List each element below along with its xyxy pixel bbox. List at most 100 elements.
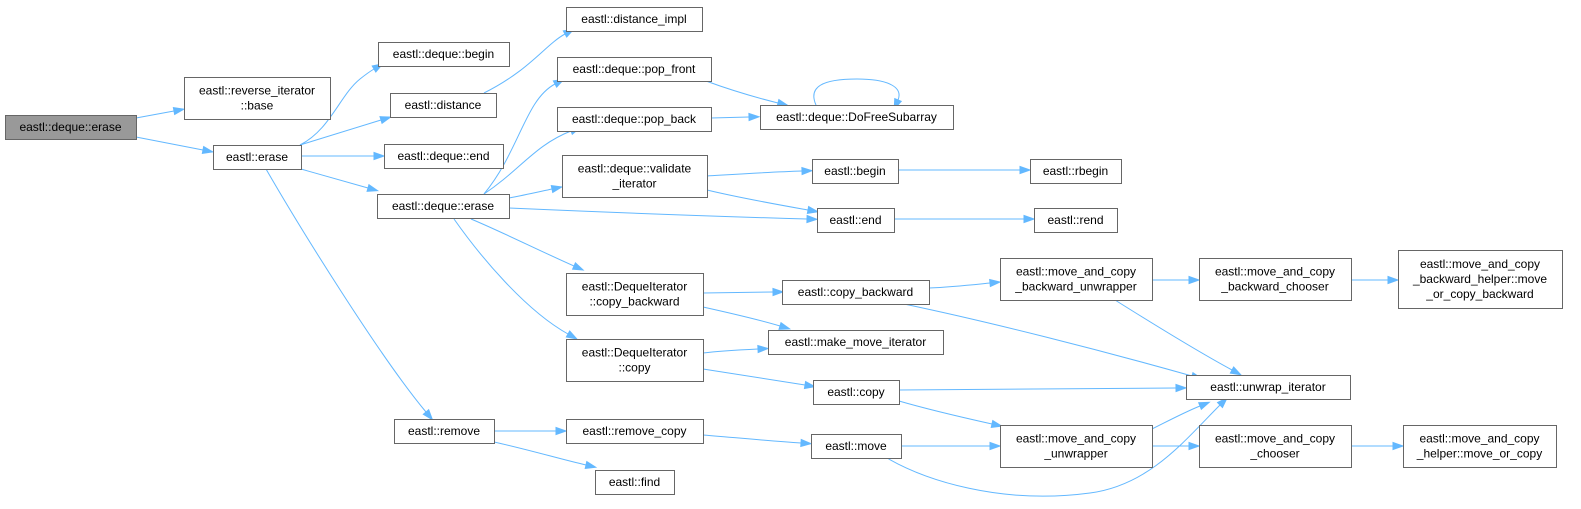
node-label: eastl::DequeIterator xyxy=(582,280,687,294)
node-box xyxy=(768,330,944,355)
node-validate[interactable]: eastl::deque::validate_iterator xyxy=(562,155,708,198)
node-box xyxy=(1000,258,1153,301)
node-box xyxy=(1186,375,1351,400)
node-label: eastl::distance_impl xyxy=(581,12,686,26)
edge-line xyxy=(1114,299,1233,371)
node-box xyxy=(812,159,899,184)
node-dq-erase[interactable]: eastl::deque::erase xyxy=(377,194,510,219)
node-box xyxy=(566,419,704,444)
edge-line xyxy=(493,441,587,466)
node-label: eastl::deque::erase xyxy=(19,120,121,134)
node-label: eastl::move_and_copy xyxy=(1215,265,1335,279)
node-distance-impl[interactable]: eastl::distance_impl xyxy=(566,7,703,32)
node-label: eastl::end xyxy=(829,213,881,227)
node-box xyxy=(566,339,704,382)
node-label: eastl::move_and_copy xyxy=(1016,265,1136,279)
node-mac-bw-helper[interactable]: eastl::move_and_copy_backward_helper::mo… xyxy=(1398,250,1563,309)
edge-dit_copy_backward-to-make_move_it xyxy=(702,306,792,330)
edge-begin-to-rbegin xyxy=(898,165,1032,175)
node-box xyxy=(557,57,712,82)
arrow-head-icon xyxy=(990,419,1004,428)
node-label: eastl::rbegin xyxy=(1043,164,1108,178)
node-dit-copy[interactable]: eastl::DequeIterator::copy xyxy=(566,339,704,382)
edge-mac_bw_unwrapper-to-mac_bw_chooser xyxy=(1152,275,1201,285)
node-label: _or_copy_backward xyxy=(1425,287,1533,301)
edge-erase-to-remove xyxy=(265,168,434,421)
node-box xyxy=(817,208,895,233)
edge-end-to-rend xyxy=(894,214,1036,224)
arrow-head-icon xyxy=(555,426,568,436)
edge-dit_copy_backward-to-copy_backward xyxy=(702,287,785,297)
edge-line xyxy=(706,170,803,177)
node-mac-bw-unwrapper[interactable]: eastl::move_and_copy_backward_unwrapper xyxy=(1000,258,1153,301)
node-label: _helper::move_or_copy xyxy=(1416,447,1542,461)
node-pop-front[interactable]: eastl::deque::pop_front xyxy=(557,57,712,82)
edge-line xyxy=(702,291,774,294)
node-mac-unwrapper[interactable]: eastl::move_and_copy_unwrapper xyxy=(1000,425,1153,468)
node-begin[interactable]: eastl::begin xyxy=(812,159,899,184)
edge-do_free-to-do_free xyxy=(813,78,903,111)
node-unwrap-it[interactable]: eastl::unwrap_iterator xyxy=(1186,375,1351,400)
node-label: eastl::begin xyxy=(824,164,885,178)
node-label: eastl::deque::DoFreeSubarray xyxy=(776,110,937,124)
node-label: eastl::unwrap_iterator xyxy=(1210,380,1325,394)
node-pop-back[interactable]: eastl::deque::pop_back xyxy=(557,107,712,132)
node-mac-helper[interactable]: eastl::move_and_copy_helper::move_or_cop… xyxy=(1403,425,1557,468)
node-dq-begin[interactable]: eastl::deque::begin xyxy=(378,42,510,67)
edge-line xyxy=(903,303,1193,377)
node-label: eastl::deque::pop_back xyxy=(572,112,697,126)
edge-line xyxy=(813,78,900,106)
node-erase[interactable]: eastl::erase xyxy=(213,145,302,170)
node-distance[interactable]: eastl::distance xyxy=(390,93,497,118)
node-dit-copy-backward[interactable]: eastl::DequeIterator::copy_backward xyxy=(566,273,704,316)
node-remove[interactable]: eastl::remove xyxy=(394,419,495,444)
edge-line xyxy=(702,368,806,386)
edge-validate-to-begin xyxy=(706,166,814,177)
arrow-head-icon xyxy=(379,116,393,125)
node-root: eastl::deque::erase xyxy=(5,115,137,140)
edge-line xyxy=(886,404,1221,497)
node-do-free[interactable]: eastl::deque::DoFreeSubarray xyxy=(760,105,954,130)
node-move[interactable]: eastl::move xyxy=(811,434,902,459)
node-label: eastl::deque::begin xyxy=(393,47,494,61)
node-copy[interactable]: eastl::copy xyxy=(813,380,900,405)
node-box xyxy=(377,194,510,219)
node-box xyxy=(566,7,703,32)
nodes-layer: eastl::deque::erase eastl::reverse_iterat… xyxy=(5,7,1563,495)
edge-remove-to-find xyxy=(493,441,598,469)
node-label: eastl::move xyxy=(825,439,887,453)
node-label: eastl::deque::validate xyxy=(578,162,692,176)
arrow-head-icon xyxy=(571,261,585,271)
node-make-move-it[interactable]: eastl::make_move_iterator xyxy=(768,330,944,355)
edge-copy-to-mac_unwrapper xyxy=(898,400,1004,428)
node-dq-end[interactable]: eastl::deque::end xyxy=(384,144,504,169)
node-box xyxy=(566,273,704,316)
node-copy-backward[interactable]: eastl::copy_backward xyxy=(782,280,930,305)
node-box xyxy=(1199,258,1352,301)
edge-mac_unwrapper-to-mac_chooser xyxy=(1152,441,1201,451)
node-label: eastl::make_move_iterator xyxy=(785,335,926,349)
edge-dq_erase-to-dit_copy xyxy=(453,218,579,340)
edge-line xyxy=(470,218,575,267)
node-rend[interactable]: eastl::rend xyxy=(1034,208,1118,233)
edge-line xyxy=(508,207,808,220)
node-label: eastl::distance xyxy=(405,98,482,112)
edge-mac_chooser-to-mac_helper xyxy=(1351,441,1405,451)
node-box xyxy=(1030,159,1122,184)
node-mac-chooser[interactable]: eastl::move_and_copy_chooser xyxy=(1199,425,1352,468)
arrow-head-icon xyxy=(772,287,785,297)
node-box xyxy=(1398,250,1563,309)
node-label: _chooser xyxy=(1249,447,1299,461)
node-label: eastl::DequeIterator xyxy=(582,346,687,360)
node-label: eastl::remove xyxy=(408,424,480,438)
node-rbegin[interactable]: eastl::rbegin xyxy=(1030,159,1122,184)
node-end[interactable]: eastl::end xyxy=(817,208,895,233)
node-label: eastl::rend xyxy=(1047,213,1103,227)
node-remove-copy[interactable]: eastl::remove_copy xyxy=(566,419,704,444)
node-rev-base[interactable]: eastl::reverse_iterator::base xyxy=(184,77,331,120)
node-find[interactable]: eastl::find xyxy=(595,470,675,495)
node-mac-bw-chooser[interactable]: eastl::move_and_copy_backward_chooser xyxy=(1199,258,1352,301)
edge-line xyxy=(508,188,553,199)
node-box xyxy=(811,434,902,459)
